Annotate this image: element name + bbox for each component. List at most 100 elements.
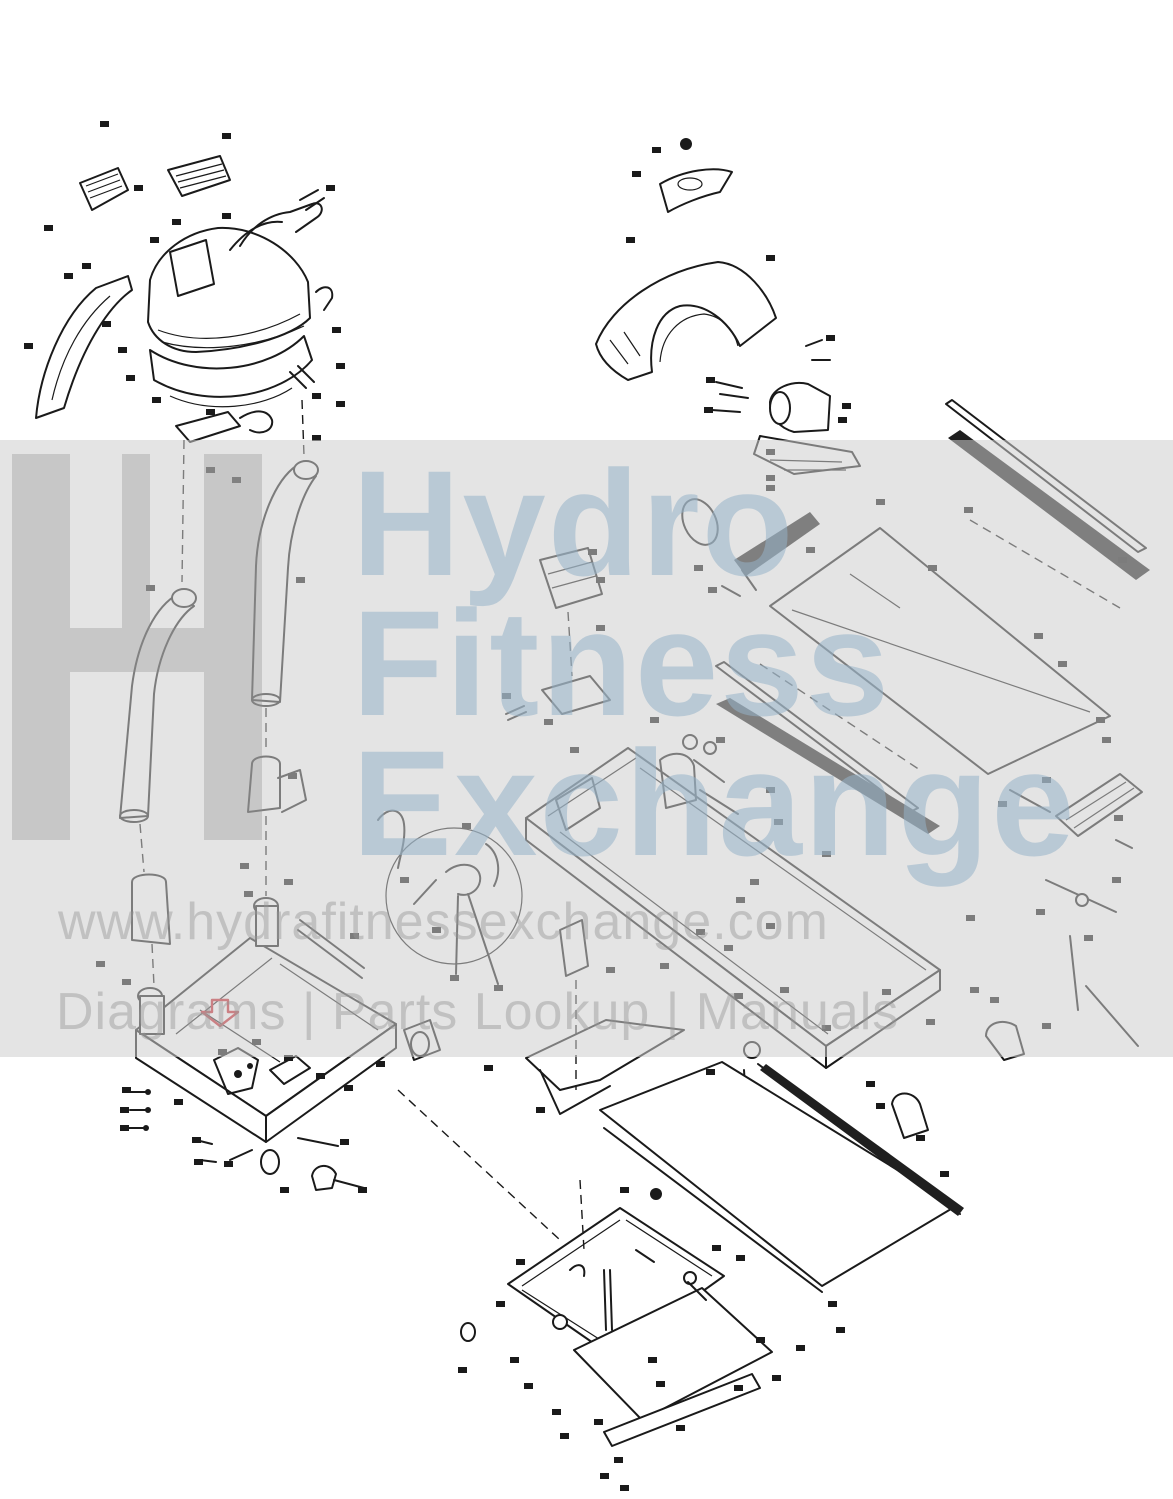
part-callout <box>614 1457 623 1463</box>
part-callout <box>1114 815 1123 821</box>
part-callout <box>252 1039 261 1045</box>
upright-right <box>251 465 317 703</box>
part-callout <box>222 133 231 139</box>
wire-harness-detail <box>377 809 523 985</box>
part-callout <box>340 1139 349 1145</box>
part-callout <box>312 435 321 441</box>
part-callout <box>694 565 703 571</box>
incline-frame <box>397 1089 773 1447</box>
incline-crossbar <box>603 1373 761 1447</box>
part-callout <box>966 915 975 921</box>
part-callout <box>620 1485 629 1491</box>
part-callout <box>772 1375 781 1381</box>
part-callout <box>44 225 53 231</box>
motor-hood <box>595 261 777 381</box>
part-callout <box>766 475 775 481</box>
part-callout <box>926 1019 935 1025</box>
lift-actuator <box>559 919 589 977</box>
part-callout <box>82 263 91 269</box>
part-callout <box>876 499 885 505</box>
part-callout <box>704 407 713 413</box>
part-callout <box>736 1255 745 1261</box>
part-callout <box>284 879 293 885</box>
part-callout <box>600 1473 609 1479</box>
part-callout <box>332 327 341 333</box>
part-callout <box>796 1345 805 1351</box>
part-callout <box>842 403 851 409</box>
part-callout <box>516 1259 525 1265</box>
part-callout <box>120 1125 129 1131</box>
part-callout <box>990 997 999 1003</box>
part-callout <box>734 993 743 999</box>
part-callout <box>1058 661 1067 667</box>
part-callout <box>1034 633 1043 639</box>
part-callout <box>358 1187 367 1193</box>
part-callout <box>766 449 775 455</box>
part-callout <box>620 1187 629 1193</box>
part-callout <box>1084 935 1093 941</box>
part-callout <box>494 985 503 991</box>
part-callout <box>1112 877 1121 883</box>
part-callout <box>706 377 715 383</box>
part-callout <box>822 851 831 857</box>
mounting-plate <box>541 675 611 715</box>
part-callout <box>350 933 359 939</box>
part-callout <box>838 417 847 423</box>
part-callout <box>536 1107 545 1113</box>
part-callout <box>708 587 717 593</box>
part-callout <box>756 1337 765 1343</box>
console-bracket <box>175 411 241 443</box>
console-overlay-panel <box>79 167 129 211</box>
side-rail-right <box>945 399 1147 553</box>
part-callout <box>502 693 511 699</box>
part-callout <box>206 409 215 415</box>
part-callout <box>288 773 297 779</box>
part-callout <box>150 237 159 243</box>
part-callout <box>716 737 725 743</box>
part-callout <box>560 1433 569 1439</box>
part-callout <box>928 565 937 571</box>
part-callout <box>194 1159 203 1165</box>
part-callout <box>400 877 409 883</box>
part-callout <box>120 1107 129 1113</box>
part-callout <box>712 1245 721 1251</box>
part-callout <box>736 897 745 903</box>
part-callout <box>650 717 659 723</box>
part-callout <box>192 1137 201 1143</box>
part-callout <box>882 989 891 995</box>
upright-mount-left <box>131 873 171 945</box>
part-callout <box>552 1409 561 1415</box>
detail-circle <box>385 827 523 965</box>
part-callout <box>326 185 335 191</box>
hood-display-cover <box>659 168 733 213</box>
part-callout <box>656 1381 665 1387</box>
part-callout <box>626 237 635 243</box>
part-callout <box>570 747 579 753</box>
part-callout <box>484 1065 493 1071</box>
part-callout <box>836 1327 845 1333</box>
drive-motor-assembly <box>711 339 861 475</box>
part-callout <box>24 343 33 349</box>
lower-deck <box>599 1061 964 1293</box>
part-callout <box>774 819 783 825</box>
part-callout <box>594 1419 603 1425</box>
part-callout <box>766 787 775 793</box>
base-frame-plate <box>135 937 397 1117</box>
incline-link <box>603 1269 613 1331</box>
part-callout <box>826 335 835 341</box>
part-callout <box>152 397 161 403</box>
part-callout <box>432 927 441 933</box>
part-callout <box>244 891 253 897</box>
motor-hood-assembly <box>595 138 777 381</box>
part-callout <box>222 213 231 219</box>
incline-wheel <box>460 1322 476 1342</box>
part-callout <box>462 823 471 829</box>
part-callout <box>1042 777 1051 783</box>
part-callout <box>336 363 345 369</box>
part-callout <box>458 1367 467 1373</box>
motor-pan <box>525 1019 685 1091</box>
deck-board <box>769 527 1111 775</box>
power-cord <box>377 809 406 869</box>
part-callout <box>876 1103 885 1109</box>
